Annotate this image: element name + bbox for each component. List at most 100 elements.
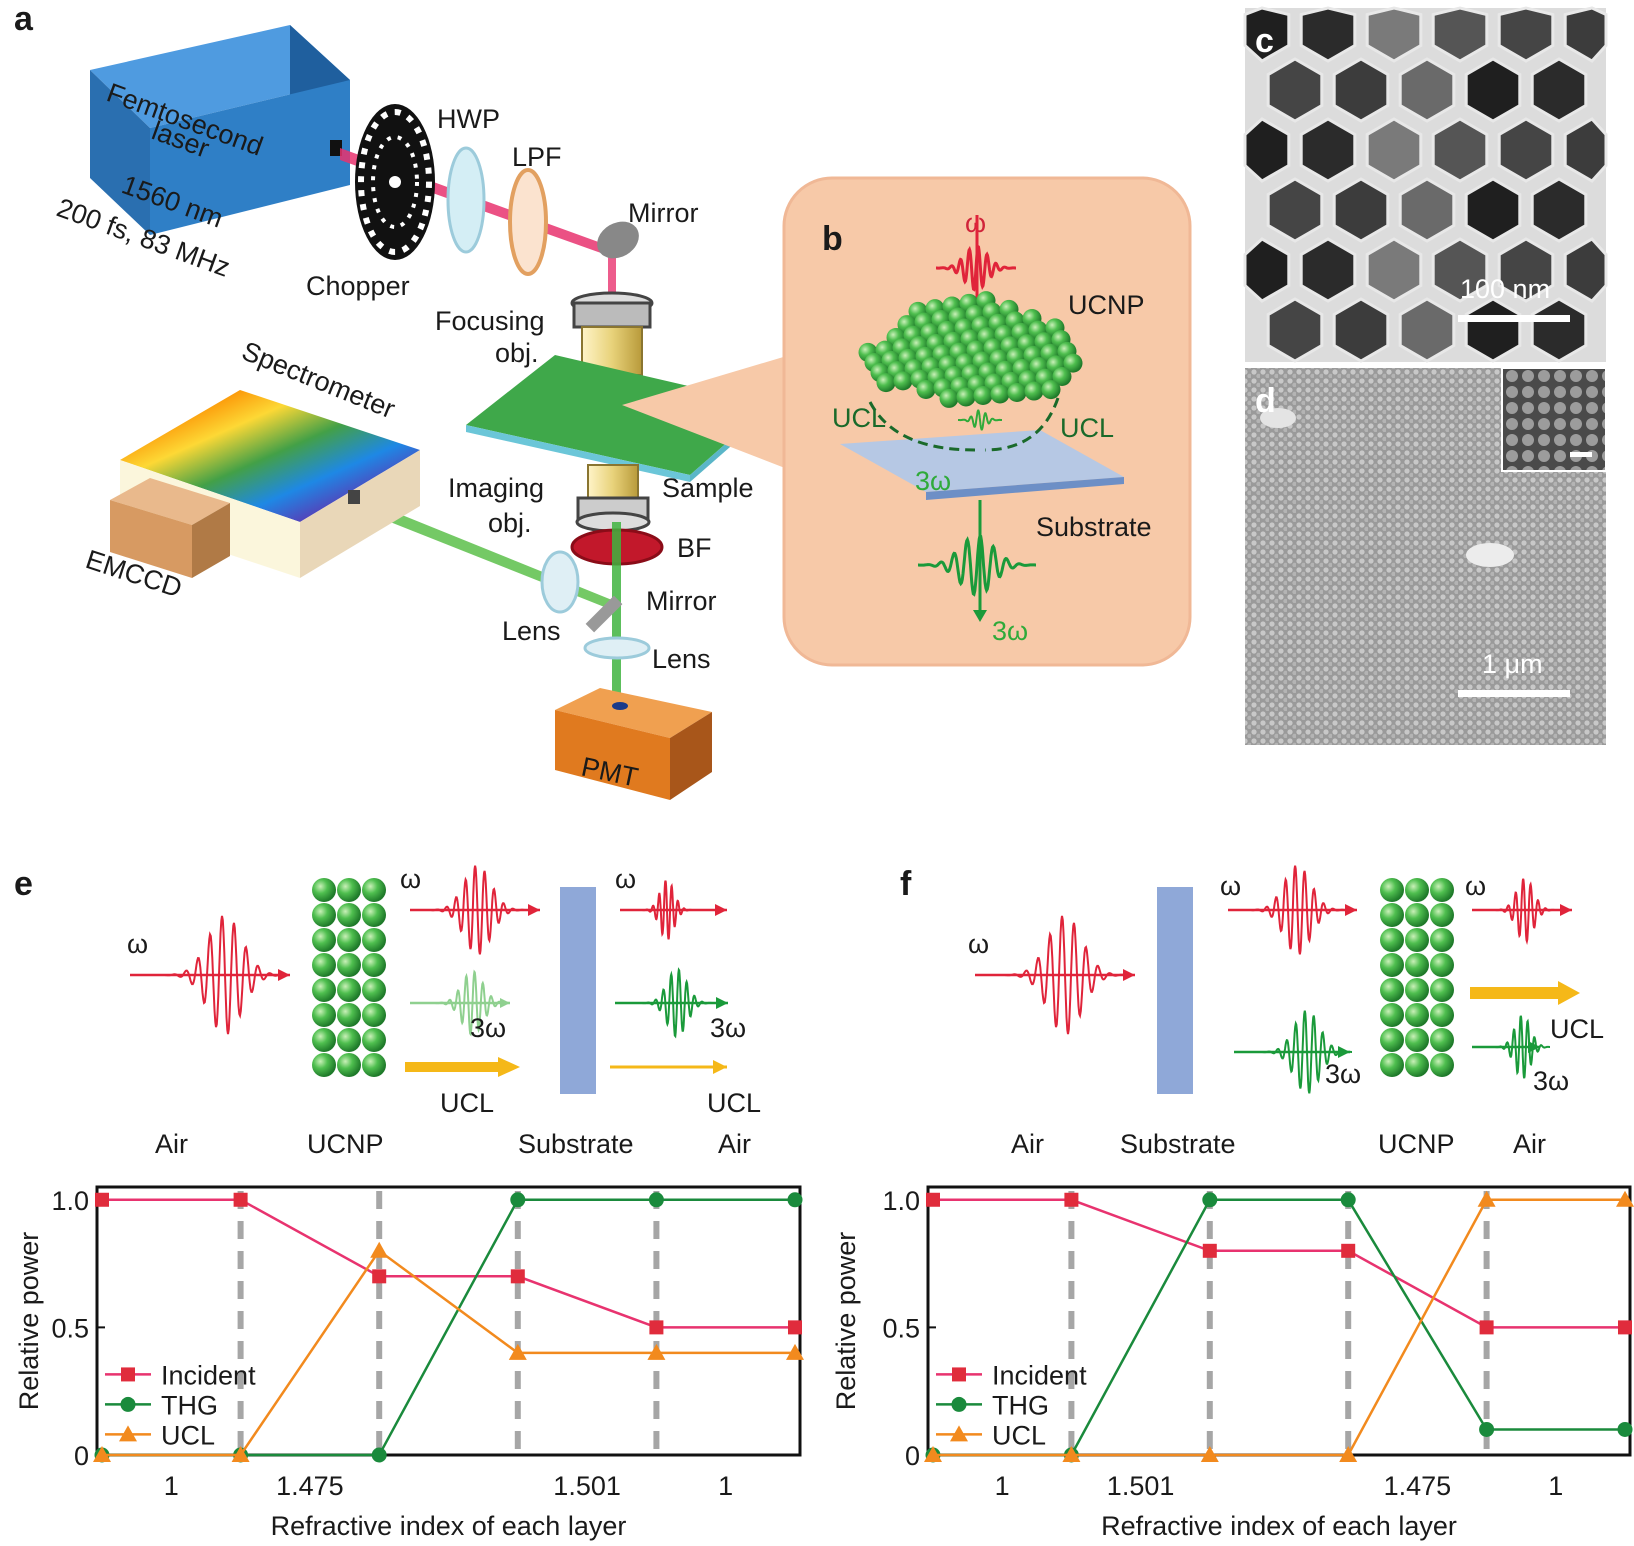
point-incident [926, 1192, 940, 1207]
y-tick-label: 0.5 [882, 1313, 920, 1343]
legend-marker [119, 1425, 137, 1442]
x-tick-label: 1.501 [553, 1471, 621, 1501]
nanoparticle [1380, 978, 1404, 1002]
legend-label: Incident [161, 1360, 256, 1390]
legend-label: UCL [161, 1420, 215, 1450]
f-thg-out: 3ω [1533, 1066, 1569, 1096]
nanoparticle [1430, 953, 1454, 977]
panel-label-c: c [1255, 22, 1274, 60]
nanoparticle [1405, 928, 1429, 952]
point-thg [1479, 1421, 1495, 1437]
inset-ucl-right-path [984, 397, 1060, 452]
focusing-obj-label-2: obj. [495, 338, 539, 368]
f-omega-in: ω [968, 929, 989, 959]
nanoparticle [312, 928, 336, 952]
f-omega-out-arrow-head [1560, 904, 1572, 916]
legend-label: Incident [992, 1360, 1087, 1390]
x-tick-label: 1.501 [1107, 1471, 1175, 1501]
nanocrystal-cell [1332, 297, 1390, 363]
nanoparticle [1380, 1053, 1404, 1077]
e-layer-air-2: Air [718, 1129, 751, 1159]
nanocrystal-cell [1464, 57, 1522, 123]
lens-left-label: Lens [502, 616, 561, 646]
point-thg [371, 1447, 387, 1463]
lens-right [583, 636, 651, 660]
nanoparticle [337, 1028, 361, 1052]
point-ucl [231, 1446, 250, 1462]
point-incident [649, 1320, 664, 1335]
mirror-bottom-label: Mirror [646, 586, 716, 616]
panel-label-d: d [1255, 382, 1276, 420]
mirror-bottom [585, 595, 623, 633]
nanoparticle [362, 978, 386, 1002]
point-incident [1618, 1320, 1632, 1335]
point-ucl [1339, 1446, 1358, 1462]
hwp-plate [446, 146, 486, 254]
nanocrystal-cell [1431, 6, 1489, 63]
nanoparticle [1405, 978, 1429, 1002]
chopper-label: Chopper [306, 271, 410, 301]
e-omega-out-arrow-head [715, 904, 727, 916]
nanoparticle [362, 903, 386, 927]
e-layer-substrate: Substrate [518, 1129, 634, 1159]
y-tick-label: 0 [74, 1441, 89, 1471]
point-ucl [93, 1446, 111, 1462]
f-omega-mid-arrow-head [1345, 904, 1357, 916]
f-thg-mid: 3ω [1325, 1059, 1361, 1089]
panel-label-f: f [900, 865, 912, 903]
tem-micrograph [1243, 6, 1608, 363]
e-omega-out: ω [615, 864, 636, 894]
point-thg [648, 1192, 664, 1208]
point-incident [1479, 1320, 1494, 1335]
point-incident [788, 1320, 802, 1335]
point-thg [1617, 1421, 1633, 1437]
e-ucl-mid-arrow [405, 1062, 502, 1072]
panel-label-a: a [14, 0, 34, 38]
lpf-filter [508, 168, 548, 276]
nanocrystal-cell [1497, 117, 1555, 183]
legend-marker [950, 1425, 968, 1442]
nanoparticle [312, 1003, 336, 1027]
y-tick-label: 1.0 [882, 1186, 920, 1216]
nanocrystal-cell [1398, 57, 1456, 123]
nanocrystal-cell [1365, 6, 1423, 63]
nanocrystal-cell [1266, 297, 1324, 363]
lattice-nanoparticle [1007, 383, 1027, 403]
lattice-nanoparticle [1052, 367, 1072, 386]
inset-ucl-left-label: UCL [832, 403, 886, 433]
nanocrystal-cell [1431, 117, 1489, 183]
point-incident [372, 1269, 387, 1284]
nanoparticle [1430, 1053, 1454, 1077]
nanocrystal-cell [1563, 237, 1608, 303]
nanoparticle [312, 1028, 336, 1052]
emccd-camera [110, 478, 230, 578]
f-omega-mid: ω [1220, 871, 1241, 901]
x-tick-label: 1.475 [1384, 1471, 1452, 1501]
nanoparticle [312, 878, 336, 902]
lattice-nanoparticle [876, 373, 896, 393]
nanocrystal-cell [1530, 177, 1588, 243]
lattice-nanoparticle [956, 387, 976, 407]
imaging-obj-label-2: obj. [488, 508, 532, 538]
e-ucl-mid-arrow-head [498, 1057, 520, 1077]
point-incident [233, 1192, 248, 1207]
point-ucl [370, 1241, 389, 1258]
lattice-nanoparticle [893, 371, 913, 391]
inset-substrate [840, 430, 1124, 492]
panel-label-b: b [822, 220, 843, 258]
point-incident [510, 1269, 525, 1284]
lpf-label: LPF [512, 142, 562, 172]
legend-label: THG [992, 1390, 1049, 1420]
signal-beam [612, 522, 621, 702]
nanoparticle [337, 1003, 361, 1027]
series-line-incident [102, 1198, 795, 1329]
point-ucl [508, 1343, 527, 1360]
e-omega-mid: ω [400, 864, 421, 894]
mirror-top-label: Mirror [628, 198, 698, 228]
nanoparticle [312, 903, 336, 927]
mirror-top [597, 221, 639, 259]
x-tick-label: 1 [718, 1471, 733, 1501]
inset-ucnp-label: UCNP [1068, 290, 1145, 320]
inset-thg-arrowhead [973, 610, 987, 622]
